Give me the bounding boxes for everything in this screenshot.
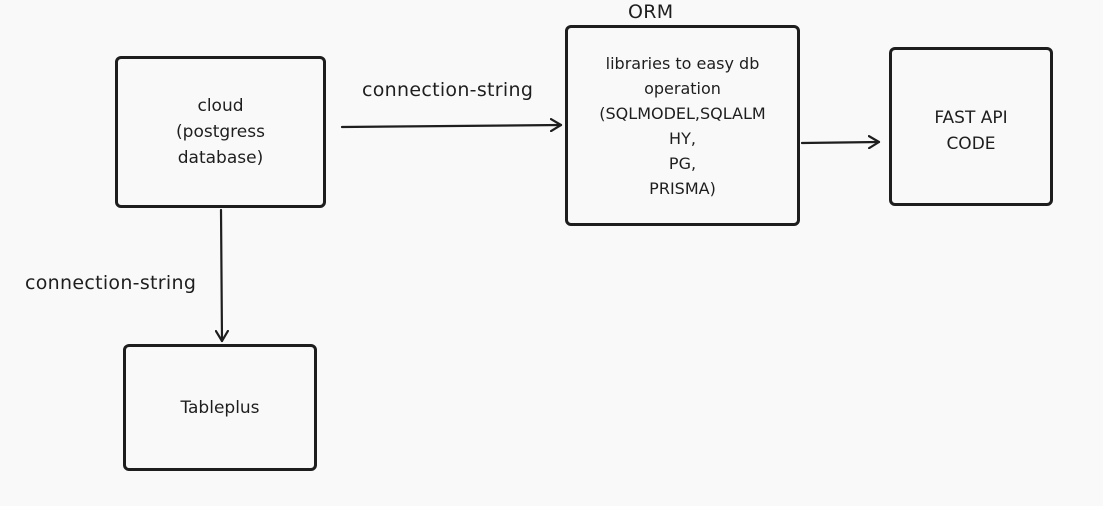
edge-label-cloud-to-orm: connection-string (362, 79, 534, 101)
cloud-node: cloud (postgress database) (115, 56, 326, 208)
orm-node-label: libraries to easy db operation (SQLMODEL… (599, 53, 766, 198)
arrow-cloud-to-orm (340, 125, 563, 127)
arrow-cloud-to-tableplus (221, 208, 222, 343)
orm-title: ORM (628, 1, 674, 23)
arrow-orm-to-fastapi (800, 142, 881, 143)
edge-label-cloud-to-tableplus: connection-string (25, 272, 197, 294)
fastapi-node: FAST API CODE (889, 47, 1053, 206)
tableplus-node: Tableplus (123, 344, 317, 471)
fastapi-node-label: FAST API CODE (934, 108, 1008, 154)
cloud-node-label: cloud (postgress database) (176, 96, 265, 168)
tableplus-node-label: Tableplus (180, 397, 260, 418)
orm-node: libraries to easy db operation (SQLMODEL… (565, 25, 800, 226)
